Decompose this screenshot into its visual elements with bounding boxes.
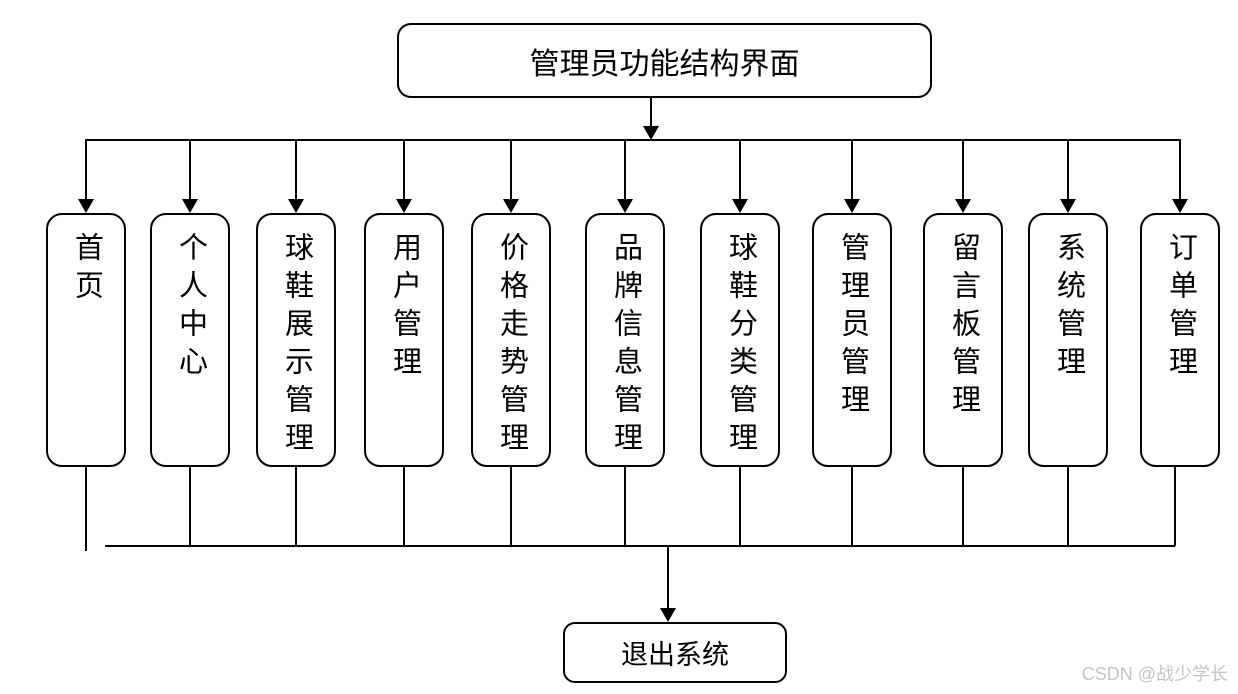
node-price-trend-mgmt: 价格走势管理 [471,213,551,467]
node-system-mgmt-label: 系统管理 [1052,232,1085,384]
node-sneaker-category-mgmt: 球鞋分类管理 [700,213,780,467]
node-exit-system: 退出系统 [563,622,787,683]
node-order-mgmt: 订单管理 [1140,213,1220,467]
node-home: 首页 [46,213,126,467]
node-root-title: 管理员功能结构界面 [397,23,932,98]
node-message-board-mgmt: 留言板管理 [923,213,1003,467]
node-brand-info-mgmt: 品牌信息管理 [585,213,665,467]
node-admin-mgmt-label: 管理员管理 [836,232,869,422]
node-price-trend-mgmt-label: 价格走势管理 [495,232,528,460]
node-personal-center: 个人中心 [150,213,230,467]
node-order-mgmt-label: 订单管理 [1164,232,1197,384]
node-system-mgmt: 系统管理 [1028,213,1108,467]
node-admin-mgmt: 管理员管理 [812,213,892,467]
node-home-label: 首页 [70,232,103,308]
node-message-board-mgmt-label: 留言板管理 [947,232,980,422]
node-personal-center-label: 个人中心 [174,232,207,384]
node-user-mgmt-label: 用户管理 [388,232,421,384]
node-sneaker-display-mgmt: 球鞋展示管理 [256,213,336,467]
node-user-mgmt: 用户管理 [364,213,444,467]
csdn-watermark: CSDN @战少学长 [1081,664,1228,684]
node-brand-info-mgmt-label: 品牌信息管理 [609,232,642,460]
node-sneaker-display-mgmt-label: 球鞋展示管理 [280,232,313,460]
node-sneaker-category-mgmt-label: 球鞋分类管理 [724,232,757,460]
